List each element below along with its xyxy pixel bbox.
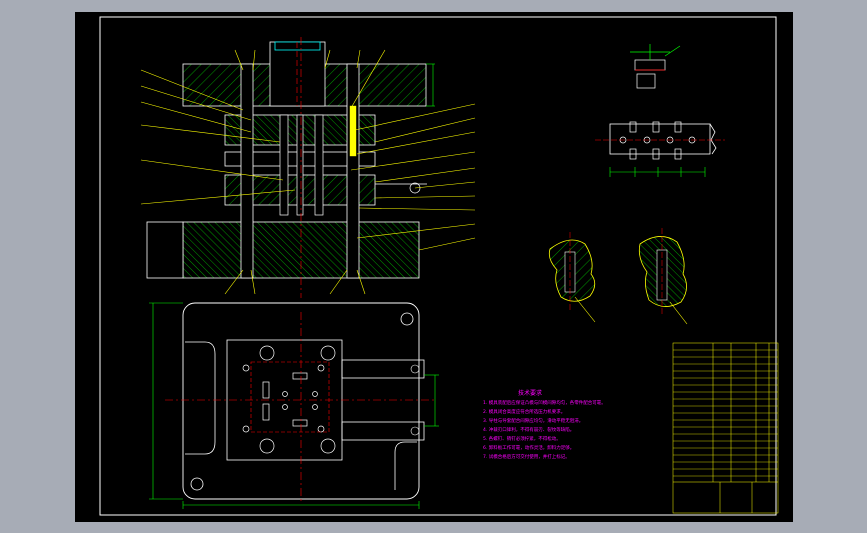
inner-border bbox=[99, 16, 777, 516]
top-plan-view bbox=[149, 302, 439, 509]
title-block-rows bbox=[673, 349, 778, 477]
assembly-drawing: 技术要求 1. 模具装配后应保证凸模与凹模间隙均匀，各零件配合可靠。 2. 模具闭… bbox=[99, 16, 779, 516]
drawing-sheet: 技术要求 1. 模具装配后应保证凸模与凹模间隙均匀，各零件配合可靠。 2. 模具闭… bbox=[75, 12, 793, 522]
title-block bbox=[672, 342, 779, 514]
tech-req-item: 3. 导柱与导套配合间隙应均匀，滑动平稳无阻滞。 bbox=[483, 417, 583, 424]
tech-req-item: 6. 卸料板工作可靠，动作灵活，卸料力足够。 bbox=[483, 444, 574, 451]
tech-req-item: 7. 试模合格后方可交付使用，并打上标记。 bbox=[483, 453, 570, 460]
tech-req-item: 2. 模具闭合高度应符合所选压力机要求。 bbox=[483, 408, 565, 415]
part-detail-view bbox=[630, 44, 681, 89]
tech-req-item: 1. 模具装配后应保证凸模与凹模间隙均匀，各零件配合可靠。 bbox=[483, 399, 606, 406]
front-section-view bbox=[140, 37, 476, 298]
technical-requirements: 技术要求 1. 模具装配后应保证凸模与凹模间隙均匀，各零件配合可靠。 2. 模具闭… bbox=[483, 389, 606, 460]
tech-req-item: 5. 各螺钉、销钉必须拧紧，不得松动。 bbox=[483, 435, 561, 442]
tech-req-heading: 技术要求 bbox=[518, 389, 542, 397]
tech-req-item: 4. 冲裁刃口锋利，不得有崩刃、裂纹等缺陷。 bbox=[483, 426, 574, 433]
section-detail-a bbox=[548, 232, 596, 323]
section-detail-b bbox=[638, 228, 688, 325]
strip-layout-view bbox=[595, 121, 725, 177]
tech-req-items: 1. 模具装配后应保证凸模与凹模间隙均匀，各零件配合可靠。 2. 模具闭合高度应符… bbox=[483, 399, 606, 460]
